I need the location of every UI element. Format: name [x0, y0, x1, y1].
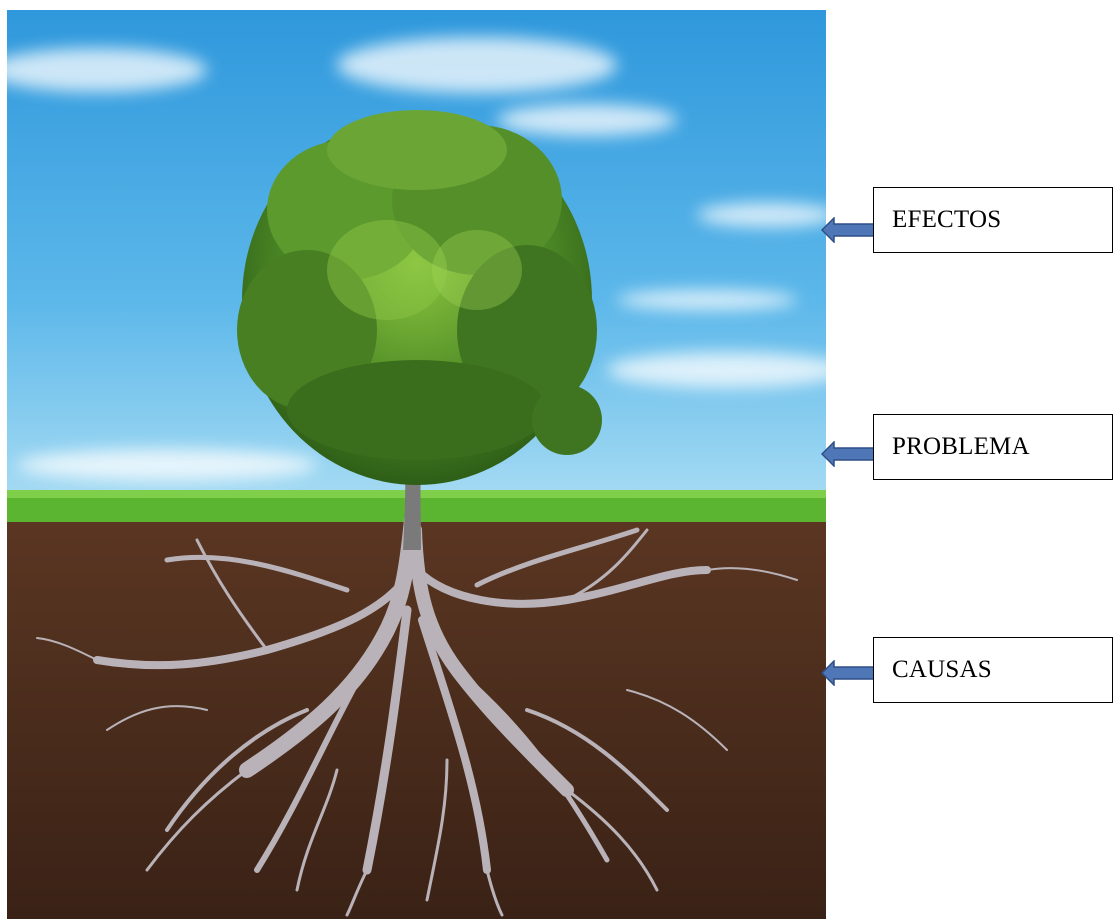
- tree-scene-image: [7, 10, 826, 919]
- effects-label-box: EFECTOS: [873, 187, 1113, 253]
- foliage: [237, 110, 602, 485]
- problem-label: PROBLEMA: [892, 433, 1030, 461]
- effects-label: EFECTOS: [892, 206, 1001, 234]
- left-arrow-icon: [821, 660, 875, 686]
- left-arrow-icon: [821, 441, 875, 467]
- left-arrow-icon: [821, 217, 875, 243]
- causes-label: CAUSAS: [892, 656, 992, 684]
- problem-label-box: PROBLEMA: [873, 414, 1113, 480]
- causes-label-box: CAUSAS: [873, 637, 1113, 703]
